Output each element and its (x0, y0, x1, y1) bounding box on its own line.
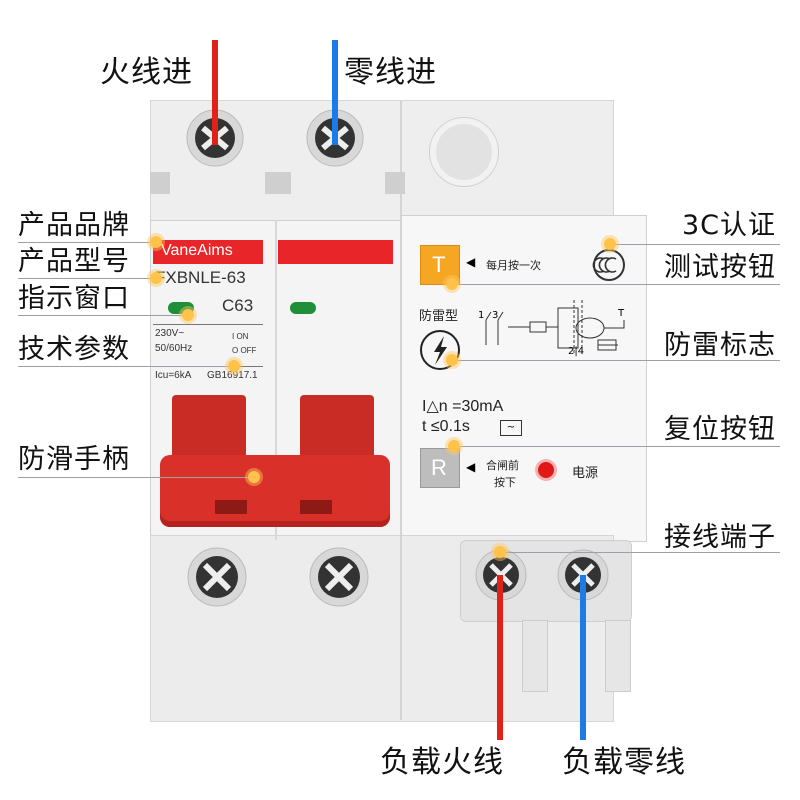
label-load-neutral: 负载零线 (562, 745, 686, 780)
highlight-dot (446, 278, 458, 290)
leader-line (454, 446, 780, 447)
clip-slot (385, 172, 405, 194)
leader-line (500, 552, 780, 553)
screw-icon (185, 108, 245, 168)
schematic-num: 2|4 (568, 346, 585, 357)
leader-line (452, 360, 780, 361)
power-led (538, 462, 554, 478)
reset-key-label: R (431, 455, 447, 480)
schematic-num: 1 (478, 310, 485, 321)
highlight-dot (150, 236, 162, 248)
ccc-cert-icon (592, 248, 626, 282)
handle-lever[interactable] (300, 395, 374, 465)
callout-model: 产品型号 (18, 246, 130, 277)
reset-hint-2: 按下 (494, 476, 516, 489)
callout-handle: 防滑手柄 (18, 444, 130, 475)
divider-line (275, 220, 277, 540)
highlight-dot (182, 309, 194, 321)
surge-type-label: 防雷型 (419, 309, 459, 324)
callout-terminal: 接线端子 (664, 522, 776, 553)
trip-time-text: t ≤0.1s (422, 418, 470, 435)
indicator-window (290, 302, 316, 314)
highlight-dot (446, 354, 458, 366)
test-key-label: T (432, 252, 446, 277)
leader-line (610, 244, 780, 245)
screw-icon (308, 546, 370, 608)
power-label: 电源 (572, 466, 599, 481)
leader-line (18, 242, 158, 243)
terminal-prong (605, 620, 631, 692)
live-wire-out (497, 575, 503, 740)
label-live-in: 火线进 (100, 55, 193, 90)
reset-hint-1: 合闸前 (486, 459, 519, 472)
reset-button[interactable]: R (420, 448, 460, 488)
schematic-num: T (618, 308, 625, 319)
schematic-num: 3 (492, 310, 499, 321)
clip-slot (150, 172, 170, 194)
neutral-wire-in (332, 40, 338, 145)
callout-brand: 产品品牌 (18, 210, 130, 241)
leader-line (452, 284, 780, 285)
callout-cert: 3C认证 (682, 210, 777, 241)
screw-icon (186, 546, 248, 608)
divider-line (400, 100, 402, 720)
frequency-text: 50/60Hz (155, 343, 193, 354)
neutral-wire-out (580, 575, 586, 740)
icu-text: Icu=6kA (155, 370, 192, 381)
model-number: FXBNLE-63 (155, 268, 246, 287)
callout-window: 指示窗口 (18, 283, 130, 314)
arrow-left-icon: ◀ (466, 460, 476, 474)
highlight-dot (150, 272, 162, 284)
off-label: O OFF (232, 346, 257, 355)
brand-strip-2 (278, 240, 393, 264)
residual-current-text: I△n =30mA (422, 398, 504, 415)
ac-symbol-icon: ~ (500, 420, 522, 436)
brand-strip: VaneAims (153, 240, 263, 264)
handle-slot (300, 500, 332, 514)
callout-test-button: 测试按钮 (664, 252, 776, 283)
callout-reset-button: 复位按钮 (664, 414, 776, 445)
leader-line (18, 477, 253, 478)
circuit-schematic: 1 3 2|4 T (478, 290, 638, 360)
leader-line (18, 278, 158, 279)
anti-slip-handle[interactable] (160, 455, 390, 527)
clip-slot (265, 172, 291, 194)
highlight-dot (604, 238, 616, 250)
leader-line (18, 315, 188, 316)
param-rule (153, 324, 263, 325)
test-hint: 每月按一次 (486, 259, 541, 272)
indicator-hole (430, 118, 498, 186)
on-label: I ON (232, 332, 249, 341)
lightning-protection-icon (418, 328, 462, 372)
standard-text: GB16917.1 (207, 370, 258, 381)
label-load-live: 负载火线 (380, 745, 504, 780)
brand-name: VaneAims (161, 242, 233, 259)
rating-label: C63 (222, 296, 254, 315)
terminal-prong (522, 620, 548, 692)
callout-params: 技术参数 (18, 334, 130, 365)
callout-surge-mark: 防雷标志 (664, 330, 776, 361)
label-neutral-in: 零线进 (344, 55, 437, 90)
highlight-dot (228, 360, 240, 372)
handle-lever[interactable] (172, 395, 246, 465)
leader-line (18, 366, 233, 367)
highlight-dot (248, 471, 260, 483)
voltage-text: 230V~ (155, 328, 185, 339)
live-wire-in (212, 40, 218, 145)
handle-slot (215, 500, 247, 514)
arrow-left-icon: ◀ (466, 255, 476, 269)
highlight-dot (494, 546, 506, 558)
highlight-dot (448, 440, 460, 452)
